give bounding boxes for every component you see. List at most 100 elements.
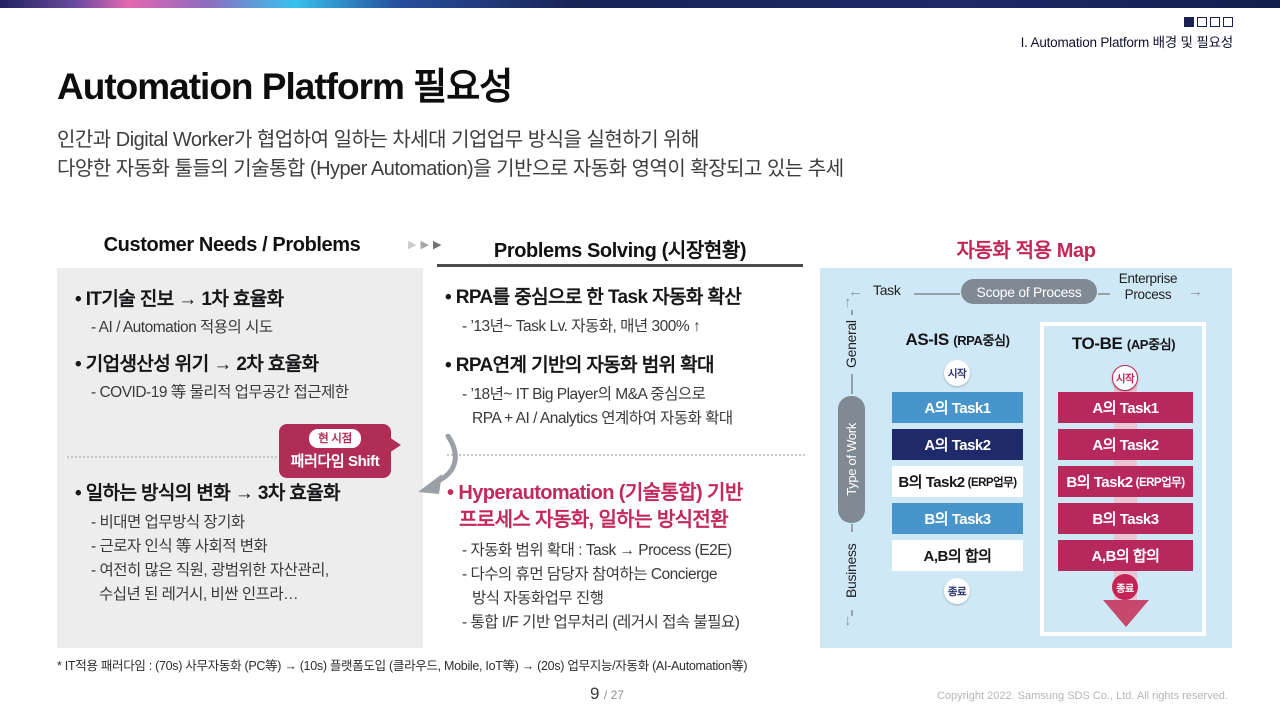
axis-line: [851, 610, 853, 616]
to-be-start-node: 시작: [1112, 365, 1138, 391]
arrow-left-icon: ←: [848, 283, 863, 300]
y-axis-general-label: General: [843, 320, 859, 368]
to-be-end-node: 종료: [1112, 574, 1138, 600]
highlight-sub: - 다수의 휴먼 담당자 참여하는 Concierge: [462, 566, 717, 583]
need-item-title: • IT기술 진보 → 1차 효율화: [75, 289, 284, 310]
as-is-heading: AS-IS (RPA중심): [880, 330, 1035, 350]
scope-of-process-pill: Scope of Process: [961, 279, 1097, 304]
as-is-step: A,B의 합의: [892, 540, 1023, 571]
automation-map-panel: ← Task Scope of Process Enterprise Proce…: [820, 268, 1232, 648]
copyright: Copyright 2022. Samsung SDS Co., Ltd. Al…: [936, 690, 1228, 702]
highlight-sub: 방식 자동화업무 진행: [472, 590, 604, 607]
play-icon: ▶: [420, 239, 429, 251]
as-is-step: A의 Task1: [892, 392, 1023, 423]
to-be-step: A의 Task1: [1058, 392, 1193, 423]
solving-item-title: • RPA연계 기반의 자동화 범위 확대: [445, 355, 715, 376]
customer-needs-panel: • IT기술 진보 → 1차 효율화 - AI / Automation 적용의…: [57, 268, 423, 648]
need-item-sub: - COVID-19 等 물리적 업무공간 접근제한: [91, 384, 349, 401]
play-icon: ▶: [432, 239, 442, 251]
solving-item-title: • RPA를 중심으로 한 Task 자동화 확산: [445, 287, 742, 308]
dotted-divider: [67, 456, 285, 458]
highlight-title-2: 프로세스 자동화, 일하는 방식전환: [459, 509, 729, 531]
highlight-sub: - 자동화 범위 확대 : Task → Process (E2E): [462, 542, 732, 559]
step-suffix: (ERP업무): [1135, 476, 1185, 489]
step-label: B의 Task2: [898, 474, 965, 491]
step-label: B의 Task3: [924, 511, 991, 528]
step-label: A의 Task1: [1092, 400, 1159, 417]
to-be-heading-sub: (AP중심): [1126, 337, 1176, 352]
type-of-work-label: Type of Work: [843, 423, 859, 496]
highlight-sub: - 통합 I/F 기반 업무처리 (레거시 접속 불필요): [462, 614, 740, 631]
dotted-divider: [447, 454, 805, 456]
step-label: B의 Task3: [1092, 511, 1159, 528]
step-label: A의 Task2: [1092, 437, 1159, 454]
flow-arrows-icon: ▶ ▶ ▶: [408, 240, 441, 251]
type-of-work-pill: Type of Work: [838, 396, 865, 523]
page-number: 9 / 27: [590, 684, 624, 704]
as-is-step: B의 Task3: [892, 503, 1023, 534]
map-title: 자동화 적용 Map: [956, 240, 1096, 262]
need-item-sub: - 근로자 인식 等 사회적 변화: [91, 538, 268, 555]
highlight-title-1: • Hyperautomation (기술통합) 기반: [447, 482, 743, 504]
axis-line: [851, 524, 853, 532]
need-item-sub: 수십년 된 레거시, 비싼 인프라…: [99, 586, 299, 603]
step-label: A의 Task2: [924, 437, 991, 454]
badge-tag: 현 시점: [309, 429, 361, 448]
page-title: Automation Platform 필요성: [57, 66, 513, 107]
axis-line: [851, 374, 853, 394]
need-item-sub: - AI / Automation 적용의 시도: [91, 319, 273, 336]
need-item-sub: - 여전히 많은 직원, 광범위한 자산관리,: [91, 562, 329, 579]
step-label: A의 Task1: [924, 400, 991, 417]
axis-line: [914, 293, 960, 295]
progress-square: [1197, 17, 1207, 27]
to-be-step: B의 Task3: [1058, 503, 1193, 534]
play-icon: ▶: [408, 239, 417, 251]
middle-heading-underline: [437, 264, 803, 267]
subtitle-line-1: 인간과 Digital Worker가 협업하여 일하는 차세대 기업업무 방식…: [57, 129, 699, 151]
step-label: A,B의 합의: [923, 548, 992, 565]
arrow-right-icon: →: [1188, 283, 1203, 300]
need-item-sub: - 비대면 업무방식 장기화: [91, 514, 245, 531]
axis-line: [1098, 293, 1110, 295]
step-suffix: (ERP업무): [967, 476, 1017, 489]
as-is-step: B의 Task2(ERP업무): [892, 466, 1023, 497]
as-is-heading-sub: (RPA중심): [953, 333, 1010, 348]
enterprise-line-2: Process: [1124, 287, 1172, 302]
axis-line: [851, 310, 853, 315]
step-label: B의 Task2: [1066, 474, 1133, 491]
solving-item-sub: RPA + AI / Analytics 연계하여 자동화 확대: [472, 410, 733, 427]
middle-column-heading: Problems Solving (시장현황): [493, 240, 747, 262]
need-item-title: • 기업생산성 위기 → 2차 효율화: [75, 354, 319, 375]
as-is-heading-main: AS-IS: [905, 330, 949, 349]
to-be-heading-main: TO-BE: [1071, 334, 1123, 353]
step-label: A,B의 합의: [1091, 548, 1160, 565]
x-axis-enterprise-label: Enterprise Process: [1110, 271, 1186, 303]
to-be-flow-arrowhead: [1103, 600, 1149, 627]
y-axis-business-label: Business: [843, 543, 859, 599]
progress-square: [1223, 17, 1233, 27]
to-be-heading: TO-BE (AP중심): [1046, 334, 1201, 354]
to-be-frame: [1040, 322, 1206, 636]
x-axis-task-label: Task: [873, 282, 901, 298]
enterprise-line-1: Enterprise: [1118, 271, 1178, 286]
section-label: I. Automation Platform 배경 및 필요성: [1020, 35, 1234, 50]
solving-item-sub: - ’18년~ IT Big Player의 M&A 중심으로: [462, 386, 706, 403]
need-item-title: • 일하는 방식의 변화 → 3차 효율화: [75, 483, 341, 504]
progress-square: [1210, 17, 1220, 27]
page-total: / 27: [603, 688, 624, 702]
footnote: * IT적용 패러다임 : (70s) 사무자동화 (PC等) → (10s) …: [57, 659, 748, 673]
to-be-step: A,B의 합의: [1058, 540, 1193, 571]
progress-square-filled: [1184, 17, 1194, 27]
arrow-down-icon: ↓: [844, 612, 852, 629]
as-is-step: A의 Task2: [892, 429, 1023, 460]
left-column-heading: Customer Needs / Problems: [103, 234, 361, 256]
to-be-step: A의 Task2: [1058, 429, 1193, 460]
to-be-step: B의 Task2(ERP업무): [1058, 466, 1193, 497]
solving-item-sub: - ’13년~ Task Lv. 자동화, 매년 300% ↑: [462, 318, 701, 335]
as-is-end-node: 종료: [944, 578, 970, 604]
arrow-up-icon: ↑: [844, 294, 852, 311]
as-is-start-node: 시작: [944, 360, 970, 386]
paradigm-shift-badge: 현 시점 패러다임 Shift: [279, 424, 401, 478]
top-gradient-bar: [0, 0, 1280, 8]
